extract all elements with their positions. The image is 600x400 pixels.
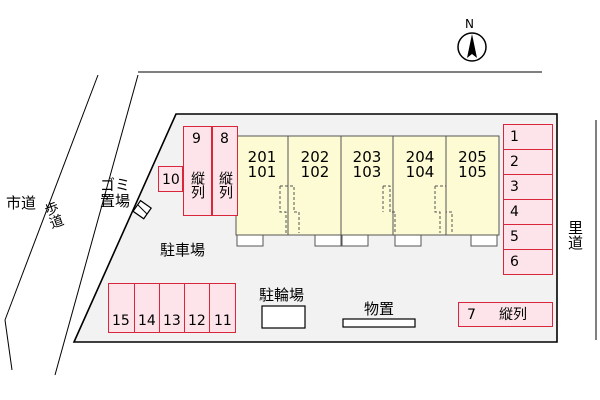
parking-slot-7: 7 縦列 <box>458 302 553 327</box>
city-road-bottom-edge <box>4 319 13 371</box>
unit-upper-number: 203 <box>352 148 382 166</box>
slot-number: 9 <box>192 131 201 147</box>
storage-label: 物置 <box>364 300 395 318</box>
tandem-label: 縦列 <box>499 307 527 323</box>
slot-number: 8 <box>220 131 229 147</box>
parking-slot-12: 12 <box>184 283 210 333</box>
garbage-area-label: ゴミ置場 <box>99 176 130 210</box>
tandem-label: 縦列 <box>189 171 205 199</box>
bicycle-parking-label: 駐輪場 <box>259 286 305 304</box>
slot-number: 14 <box>138 313 156 329</box>
slot-number: 11 <box>214 313 232 329</box>
unit-label-1: 201 101 <box>236 150 288 180</box>
parking-slot-1: 1 <box>503 124 553 150</box>
unit-label-4: 204 104 <box>394 150 446 180</box>
apartment-building <box>235 135 500 236</box>
unit-lower-number: 104 <box>405 163 435 181</box>
north-arrow-icon <box>457 32 487 62</box>
parking-slot-14: 14 <box>134 283 160 333</box>
parking-slot-13: 13 <box>159 283 185 333</box>
parking-slot-15: 15 <box>108 283 135 333</box>
slot-number: 13 <box>163 313 181 329</box>
parking-slot-5: 5 <box>503 224 553 250</box>
parking-slot-11: 11 <box>209 283 236 333</box>
unit-label-2: 202 102 <box>289 150 341 180</box>
unit-upper-number: 205 <box>458 148 487 166</box>
slot-number: 6 <box>510 254 519 270</box>
unit-lower-number: 102 <box>300 163 330 181</box>
slot-number: 7 <box>467 307 476 323</box>
slot-number: 3 <box>510 179 519 195</box>
parking-slot-3: 3 <box>503 174 553 200</box>
tandem-label: 縦列 <box>217 171 233 199</box>
parking-slot-8: 8 縦列 <box>212 126 238 216</box>
stairs <box>279 185 453 233</box>
slot-number: 12 <box>188 313 206 329</box>
garbage-bin-diagonal <box>137 204 148 215</box>
slot-number: 15 <box>112 313 130 329</box>
unit-upper-number: 202 <box>300 148 330 166</box>
storage-structure <box>342 318 416 328</box>
porches <box>236 234 498 247</box>
unit-lower-number: 105 <box>458 163 487 181</box>
slot-number: 5 <box>510 229 519 245</box>
slot-number: 10 <box>162 172 180 188</box>
parking-slot-9: 9 縦列 <box>183 126 212 216</box>
bicycle-shed-structure <box>261 305 306 329</box>
parking-lot-label: 駐車場 <box>160 241 206 259</box>
unit-upper-number: 201 <box>247 148 277 166</box>
city-road-label: 市道 <box>6 194 37 212</box>
parking-slot-6: 6 <box>503 249 553 275</box>
slot-number: 1 <box>510 129 519 145</box>
parking-slot-2: 2 <box>503 149 553 175</box>
slot-number: 2 <box>510 154 519 170</box>
north-label: N <box>465 17 474 31</box>
slot-number: 4 <box>510 204 519 220</box>
city-road-left-edge <box>4 74 99 321</box>
village-road-label: 里道 <box>566 220 584 250</box>
unit-lower-number: 103 <box>352 163 382 181</box>
sidewalk-edge <box>54 74 139 376</box>
unit-label-3: 203 103 <box>341 150 393 180</box>
unit-lower-number: 101 <box>247 163 277 181</box>
unit-upper-number: 204 <box>405 148 435 166</box>
parking-slot-4: 4 <box>503 199 553 225</box>
parking-slot-10: 10 <box>158 166 183 192</box>
road-lines <box>4 71 597 376</box>
unit-label-5: 205 105 <box>446 150 499 180</box>
